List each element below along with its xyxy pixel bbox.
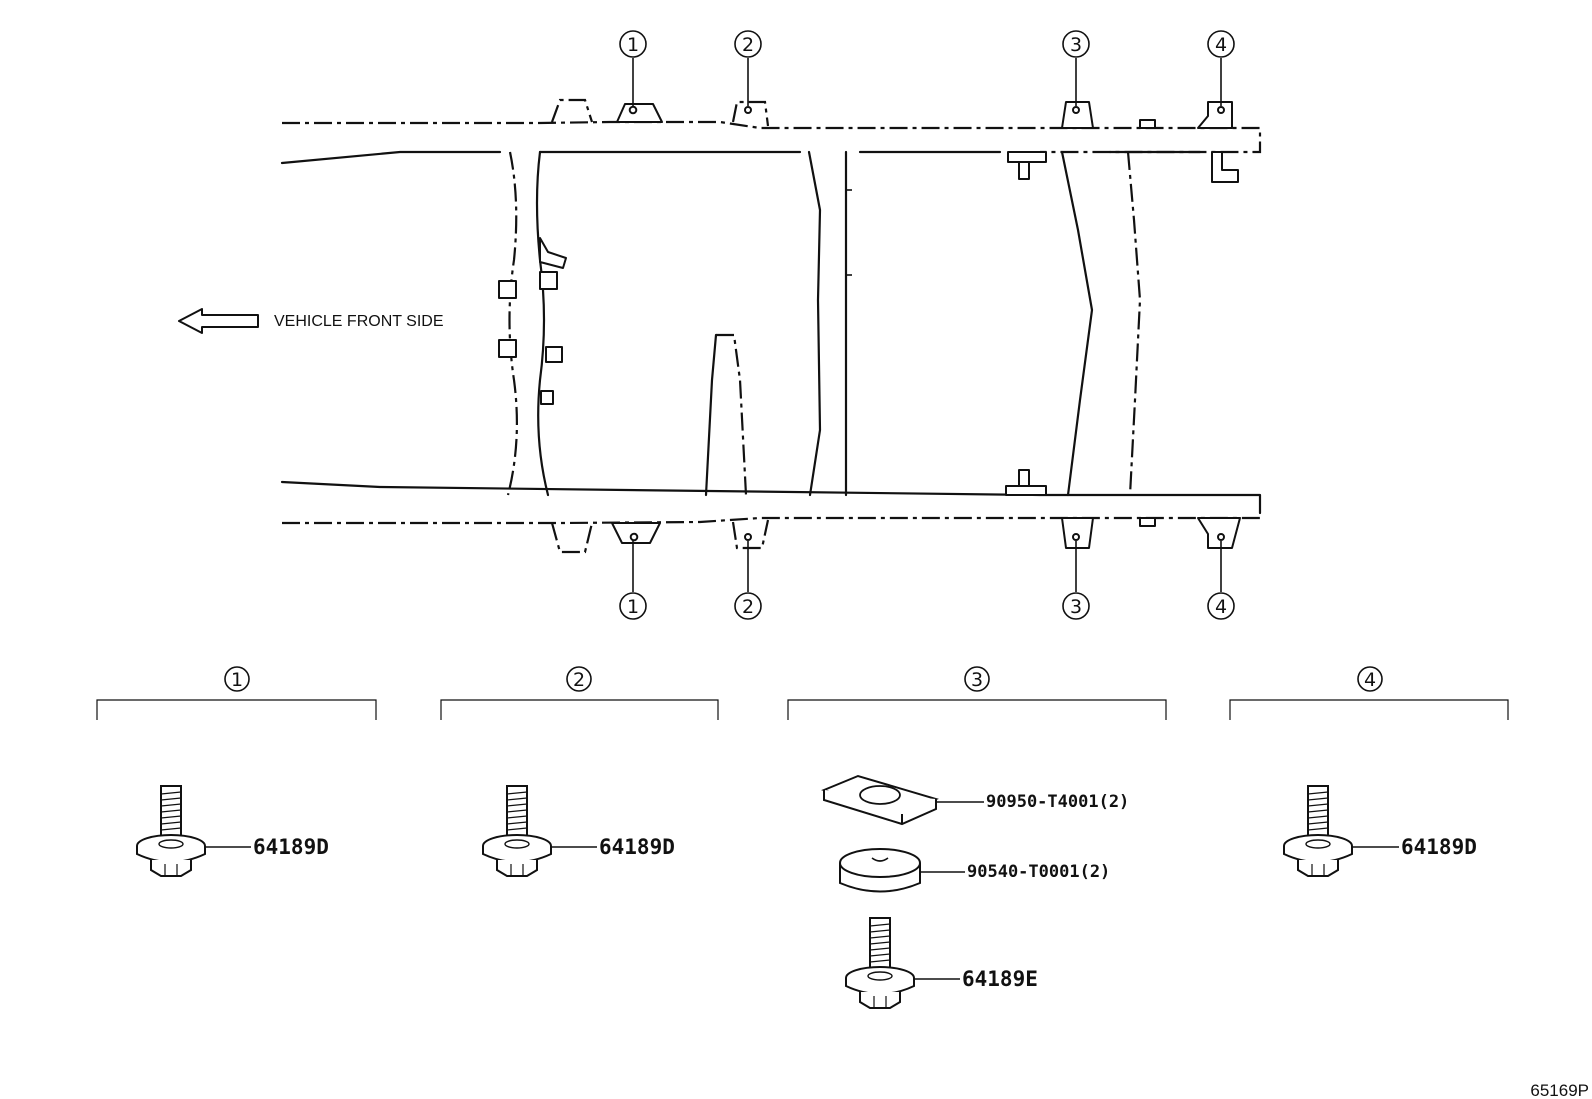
callout-3-bottom-number: 3 xyxy=(1070,596,1082,618)
front-crossmember xyxy=(498,150,567,497)
retainer-plate-icon xyxy=(821,774,939,826)
group-4-part-1-label: 64189D xyxy=(1401,835,1477,859)
group-3-number: 3 xyxy=(971,669,983,691)
bolt-64189e-icon xyxy=(845,917,915,1009)
callout-4-bottom xyxy=(1207,592,1235,620)
bolt-64189d-icon xyxy=(1283,785,1353,877)
bolt-64189d-icon xyxy=(482,785,552,877)
group-4-number: 4 xyxy=(1364,669,1376,691)
group-2-number: 2 xyxy=(573,669,585,691)
cushion-icon xyxy=(839,848,921,893)
callout-2-bottom xyxy=(734,592,762,620)
group-3-part-3-label: 64189E xyxy=(962,967,1038,991)
group-2-header: 2 xyxy=(440,666,719,720)
bottom-brackets xyxy=(550,517,1241,554)
frame-studs xyxy=(1005,119,1239,527)
group-4-parts: 64189D xyxy=(1283,785,1477,877)
front-side-label: VEHICLE FRONT SIDE xyxy=(274,313,444,330)
rear-crossmember xyxy=(1060,150,1142,497)
callout-1-top-number: 1 xyxy=(627,34,639,56)
group-2-part-1-label: 64189D xyxy=(599,835,675,859)
group-1-part-1-label: 64189D xyxy=(253,835,329,859)
group-2-parts: 64189D xyxy=(482,785,675,877)
group-4-header: 4 xyxy=(1229,666,1509,720)
callout-4-bottom-number: 4 xyxy=(1215,596,1227,618)
frame-bottom-rail xyxy=(280,480,1262,525)
group-3-parts: 90950-T4001(2) 90540-T0001(2) 64189E xyxy=(821,774,1129,1009)
callout-1-bottom-number: 1 xyxy=(627,596,639,618)
group-3-header: 3 xyxy=(787,666,1167,720)
group-3-part-1-label: 90950-T4001(2) xyxy=(986,792,1129,812)
group-1-parts: 64189D xyxy=(136,785,329,877)
group-1-number: 1 xyxy=(231,669,243,691)
front-direction-indicator: VEHICLE FRONT SIDE xyxy=(178,308,444,334)
frame-top-rail xyxy=(280,120,1262,165)
bottom-callouts: 1 2 3 4 xyxy=(619,541,1235,620)
top-callouts: 1 2 3 4 xyxy=(619,30,1235,106)
callout-1-bottom xyxy=(619,592,647,620)
group-1-header: 1 xyxy=(96,666,377,720)
callout-3-top-number: 3 xyxy=(1070,34,1082,56)
callout-1-top xyxy=(619,30,647,58)
callout-2-top xyxy=(734,30,762,58)
bolt-64189d-icon xyxy=(136,785,206,877)
callout-2-bottom-number: 2 xyxy=(742,596,754,618)
callout-3-top xyxy=(1062,30,1090,58)
top-brackets xyxy=(550,98,1233,129)
front-arrow-icon xyxy=(178,308,259,334)
callout-4-top-number: 4 xyxy=(1215,34,1227,56)
callout-2-top-number: 2 xyxy=(742,34,754,56)
group-3-part-2-label: 90540-T0001(2) xyxy=(967,862,1110,882)
callout-3-bottom xyxy=(1062,592,1090,620)
mid-crossmember xyxy=(807,150,852,497)
illustration-reference-code: 65169P xyxy=(1530,1081,1589,1099)
center-member xyxy=(704,333,748,497)
callout-4-top xyxy=(1207,30,1235,58)
